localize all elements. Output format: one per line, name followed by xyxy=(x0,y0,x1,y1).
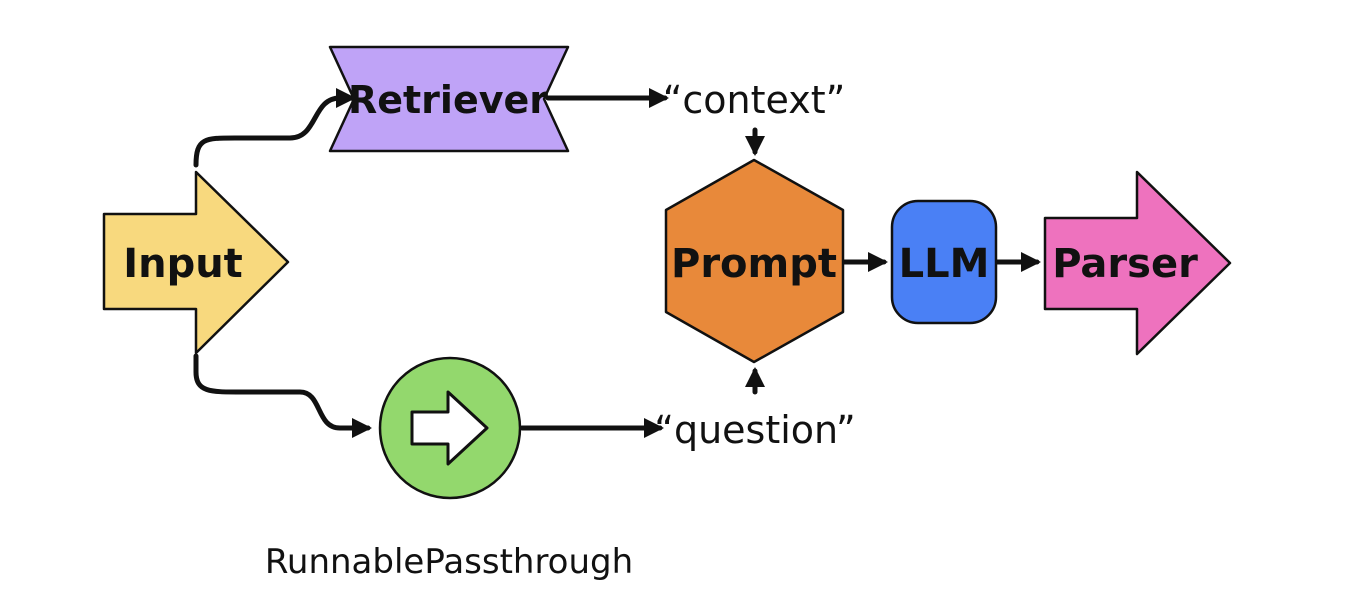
retriever-label: Retriever xyxy=(348,78,548,122)
parser-shape xyxy=(1043,170,1232,356)
context-label: “context” xyxy=(663,78,846,122)
passthrough-caption: RunnablePassthrough xyxy=(265,542,633,582)
input-shape xyxy=(102,170,290,355)
prompt-shape xyxy=(664,158,845,364)
retriever-node: Retriever xyxy=(328,45,570,153)
parser-node: Parser xyxy=(1043,170,1232,356)
llm-shape xyxy=(890,199,998,325)
input-label: Input xyxy=(123,241,243,287)
edge-input-to-retriever xyxy=(193,88,356,168)
passthrough-node xyxy=(378,356,522,500)
parser-label: Parser xyxy=(1052,241,1198,287)
prompt-label: Prompt xyxy=(671,241,837,287)
right-arrow-icon xyxy=(410,390,489,466)
question-label: “question” xyxy=(654,408,855,452)
input-node: Input xyxy=(102,170,290,355)
llm-node: LLM xyxy=(890,199,998,325)
prompt-node: Prompt xyxy=(664,158,845,364)
edge-input-to-passthrough xyxy=(193,353,372,438)
llm-label: LLM xyxy=(899,241,990,287)
retriever-shape xyxy=(328,45,570,153)
